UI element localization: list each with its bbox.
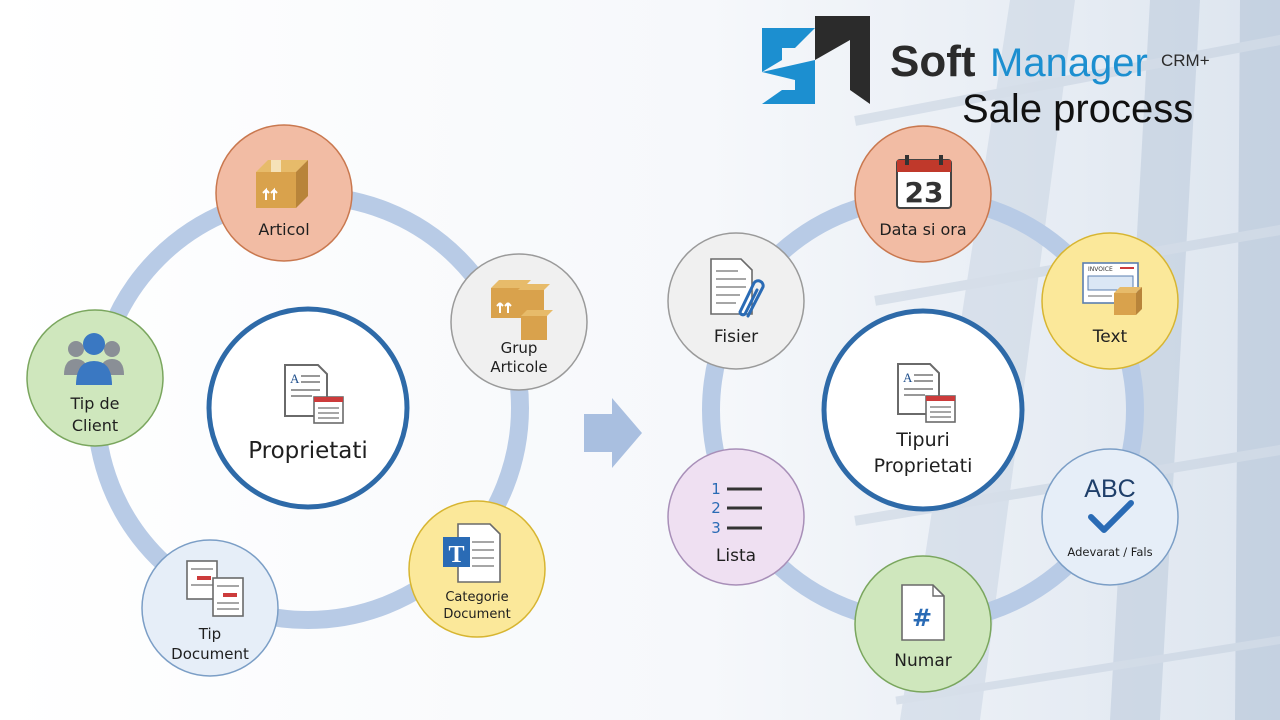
node-label: Data si ora [879,220,966,239]
page-title: Sale process [962,87,1193,131]
svg-text:A: A [290,371,300,386]
node-label-line1: Categorie [445,590,508,605]
boxes-icon [491,280,553,340]
node-lista: 1 2 3 Lista [667,448,805,586]
brand-suffix: CRM+ [1161,51,1210,70]
node-label-line1: Tip [198,625,221,643]
list-number-2: 2 [711,499,721,517]
node-tip-de-client: Tip de Client [26,309,164,447]
svg-text:A: A [903,370,913,385]
text-document-icon: T [443,523,501,583]
abc-text: ABC [1084,475,1135,503]
brand-name-soft: Soft [890,37,976,86]
logo-mark-icon [762,16,870,104]
flow-arrow-icon [584,398,642,468]
calendar-day: 23 [905,176,944,209]
hub-label-line2: Proprietati [874,455,973,477]
node-label: Lista [716,546,756,566]
svg-text:T: T [448,542,464,568]
box-icon [256,160,308,208]
node-text: INVOICE Text [1041,232,1179,370]
brand-name-manager: Manager [990,41,1148,85]
brand-logo: Soft Manager CRM+ Sale process [762,16,1210,131]
documents-icon [186,560,244,617]
list-number-3: 3 [711,519,721,537]
node-data-si-ora: 23 Data si ora [854,125,992,263]
node-tip-document: Tip Document [141,539,279,677]
calendar-icon: 23 [896,155,952,209]
node-numar: # Numar [854,555,992,693]
node-grup-articole: Grup Articole [450,253,588,391]
left-hub-proprietati: A Proprietati [206,306,410,510]
users-icon [64,333,124,385]
node-label-line2: Client [72,416,118,435]
right-cycle: A Tipuri Proprietati 23 [667,125,1179,693]
node-categorie-document: T Categorie Document [408,500,546,638]
numbered-list-icon: 1 2 3 [711,480,762,537]
attachment-document-icon [710,258,765,318]
left-cycle: A Proprietati Arti [26,124,588,677]
node-label: Numar [894,651,951,671]
node-label-line1: Grup [501,339,538,357]
node-adevarat-fals: ABC Adevarat / Fals [1041,448,1179,586]
node-label: Fisier [714,327,758,347]
node-label: Text [1092,327,1128,347]
right-hub-tipuri-proprietati: A Tipuri Proprietati [821,308,1025,512]
node-label: Adevarat / Fals [1067,545,1152,559]
invoice-icon: INVOICE [1082,262,1142,315]
node-label-line2: Articole [490,358,547,376]
document-properties-icon: A [284,364,344,424]
hub-label-line1: Tipuri [895,429,950,451]
invoice-caption: INVOICE [1088,266,1113,273]
document-properties-icon: A [897,363,956,423]
node-label-line2: Document [443,607,510,622]
hash-document-icon: # [901,584,945,641]
node-label-line2: Document [171,645,249,663]
node-fisier: Fisier [667,232,805,370]
node-label: Articol [258,220,309,239]
list-number-1: 1 [711,480,721,498]
hub-label: Proprietati [248,438,368,464]
node-label-line1: Tip de [70,394,120,413]
abc-check-icon: ABC [1084,475,1136,533]
hash-symbol: # [912,604,932,632]
node-articol: Articol [215,124,353,262]
